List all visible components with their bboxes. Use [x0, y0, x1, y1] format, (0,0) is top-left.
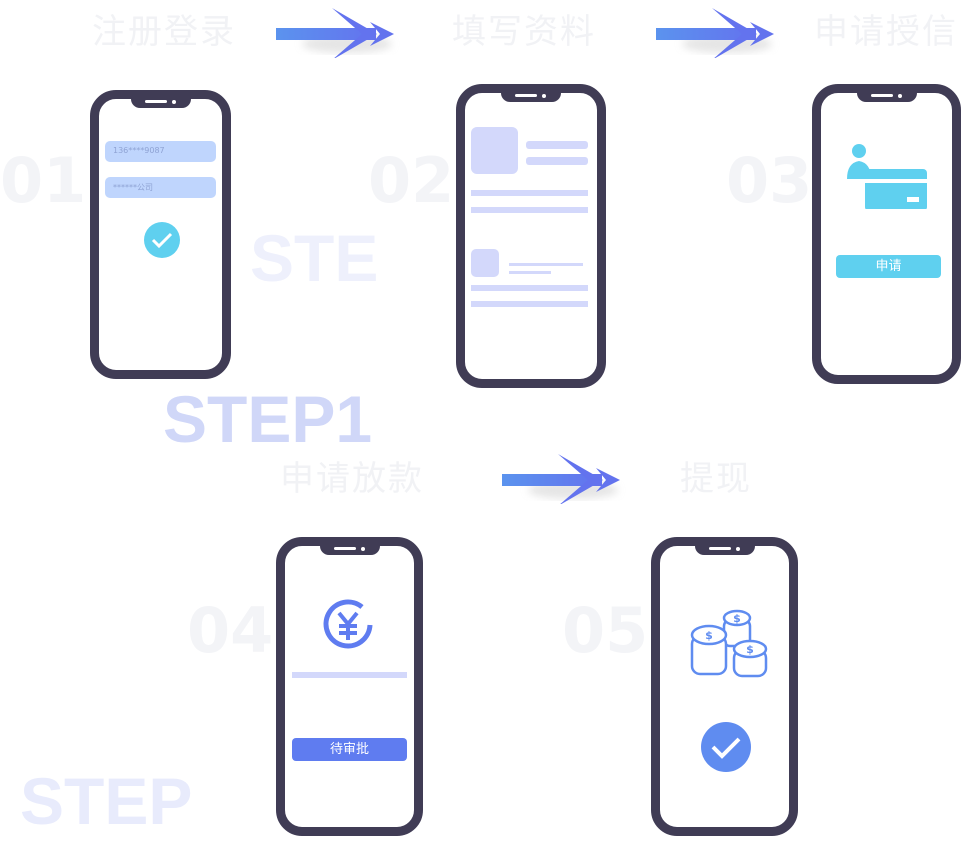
step-number-02: 02: [368, 144, 455, 217]
form-placeholder-icon: [471, 127, 588, 307]
svg-text:$: $: [746, 643, 754, 656]
phone-notch: [856, 91, 917, 102]
check-circle-icon: [701, 722, 751, 772]
step2-watermark: STE: [250, 221, 379, 295]
svg-text:$: $: [733, 612, 741, 625]
step-title-credit: 申请授信: [814, 12, 958, 52]
phone-loan: 待审批: [276, 537, 423, 836]
check-circle-icon: [144, 222, 180, 258]
id-card-icon: [847, 144, 927, 209]
step-title-register: 注册登录: [92, 12, 236, 52]
phone-notch: [694, 544, 755, 555]
apply-button[interactable]: 申请: [836, 255, 941, 278]
step-title-withdraw: 提现: [680, 459, 752, 499]
yuan-icon: [323, 599, 373, 649]
step-title-fill-info: 填写资料: [452, 12, 596, 52]
step-number-03: 03: [726, 144, 813, 217]
step-number-04: 04: [187, 594, 274, 667]
arrow-right-icon: [656, 8, 774, 58]
phone-fill-info: [456, 84, 606, 388]
phone-notch: [501, 91, 561, 102]
step-number-05: 05: [562, 594, 649, 667]
phone-notch: [130, 97, 191, 108]
svg-text:$: $: [705, 629, 713, 642]
arrow-right-icon: [276, 8, 394, 58]
phone-number-field: 136****9087: [105, 141, 216, 162]
step1-watermark: STEP1: [163, 382, 373, 456]
phone-register: 136****9087 ******公司: [90, 90, 231, 379]
phone-withdraw: $ $ $: [651, 537, 798, 836]
phone-credit: 申请: [812, 84, 961, 384]
step4-watermark: STEP: [20, 764, 193, 838]
phone-notch: [319, 544, 380, 555]
step-number-01: 01: [0, 144, 87, 217]
pending-approval-button[interactable]: 待审批: [292, 738, 407, 761]
company-field: ******公司: [105, 177, 216, 198]
coins-icon: $ $ $: [690, 609, 768, 678]
progress-bar: [292, 672, 407, 678]
arrow-right-icon: [502, 454, 620, 504]
step-title-loan: 申请放款: [280, 459, 424, 499]
